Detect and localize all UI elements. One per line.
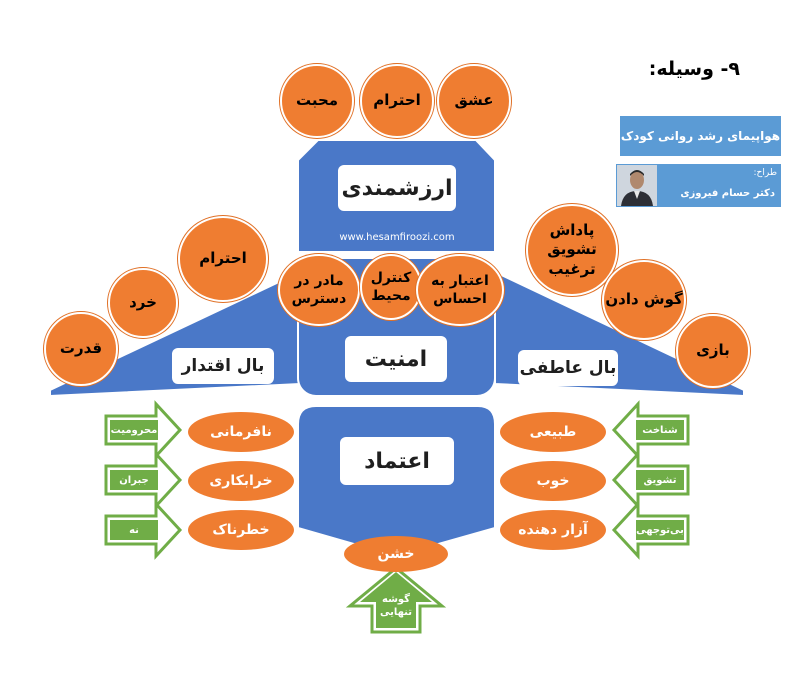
right-wing-label: بال عاطفی [518,350,618,386]
left-arrow-label-3: نه [129,524,139,536]
top-circle-2: احترام [360,64,434,138]
designer-box: طراح: دکتر حسام فیروزی [616,164,781,207]
left-arrow-label-2: جبران [119,474,149,486]
left-oval-1: نافرمانی [188,412,294,452]
diagram-title-box: هواپیمای رشد روانی کودک [620,116,781,156]
right-arrow-label-1: شناخت [642,424,678,436]
center-circle-2: کنترل محیط [360,254,422,320]
left-oval-3: خطرناک [188,510,294,550]
left-circle-1: احترام [178,216,268,302]
left-circle-2: خرد [108,268,178,338]
right-oval-3: آزار دهنده [500,510,606,550]
designer-label: طراح: [753,168,777,178]
center-circle-3: اعتبار به احساس [416,254,504,326]
left-arrow-label-1: محرومیت [110,424,158,436]
right-arrow-label-2: تشویق [643,474,677,486]
right-circle-1: پاداش تشویق ترغیب [526,204,618,296]
diagram-title: هواپیمای رشد روانی کودک [620,129,781,143]
top-circle-1: عشق [437,64,511,138]
right-oval-2: خوب [500,461,606,501]
center-circle-1: مادر در دسترس [278,254,360,326]
bottom-arrow-label: گوشه تنهایی [379,594,413,618]
avatar [617,165,657,206]
right-circle-3: بازی [676,314,750,388]
left-circle-3: قدرت [44,312,118,386]
left-wing-label: بال اقتدار [172,348,274,384]
right-oval-1: طبیعی [500,412,606,452]
designer-name: دکتر حسام فیروزی [680,188,775,199]
top-circle-3: محبت [280,64,354,138]
right-circle-2: گوش دادن [602,260,686,340]
bottom-block-label: اعتماد [340,437,454,485]
right-arrow-label-3: بی‌توجهی [636,524,684,536]
bottom-oval: خشن [344,536,448,572]
left-oval-2: خرابکاری [188,461,294,501]
page-title: ۹- وسیله: [648,58,740,80]
top-block-label: ارزشمندی [338,165,456,211]
center-block-label: امنیت [345,336,447,382]
website-url: www.hesamfiroozi.com [339,232,455,243]
